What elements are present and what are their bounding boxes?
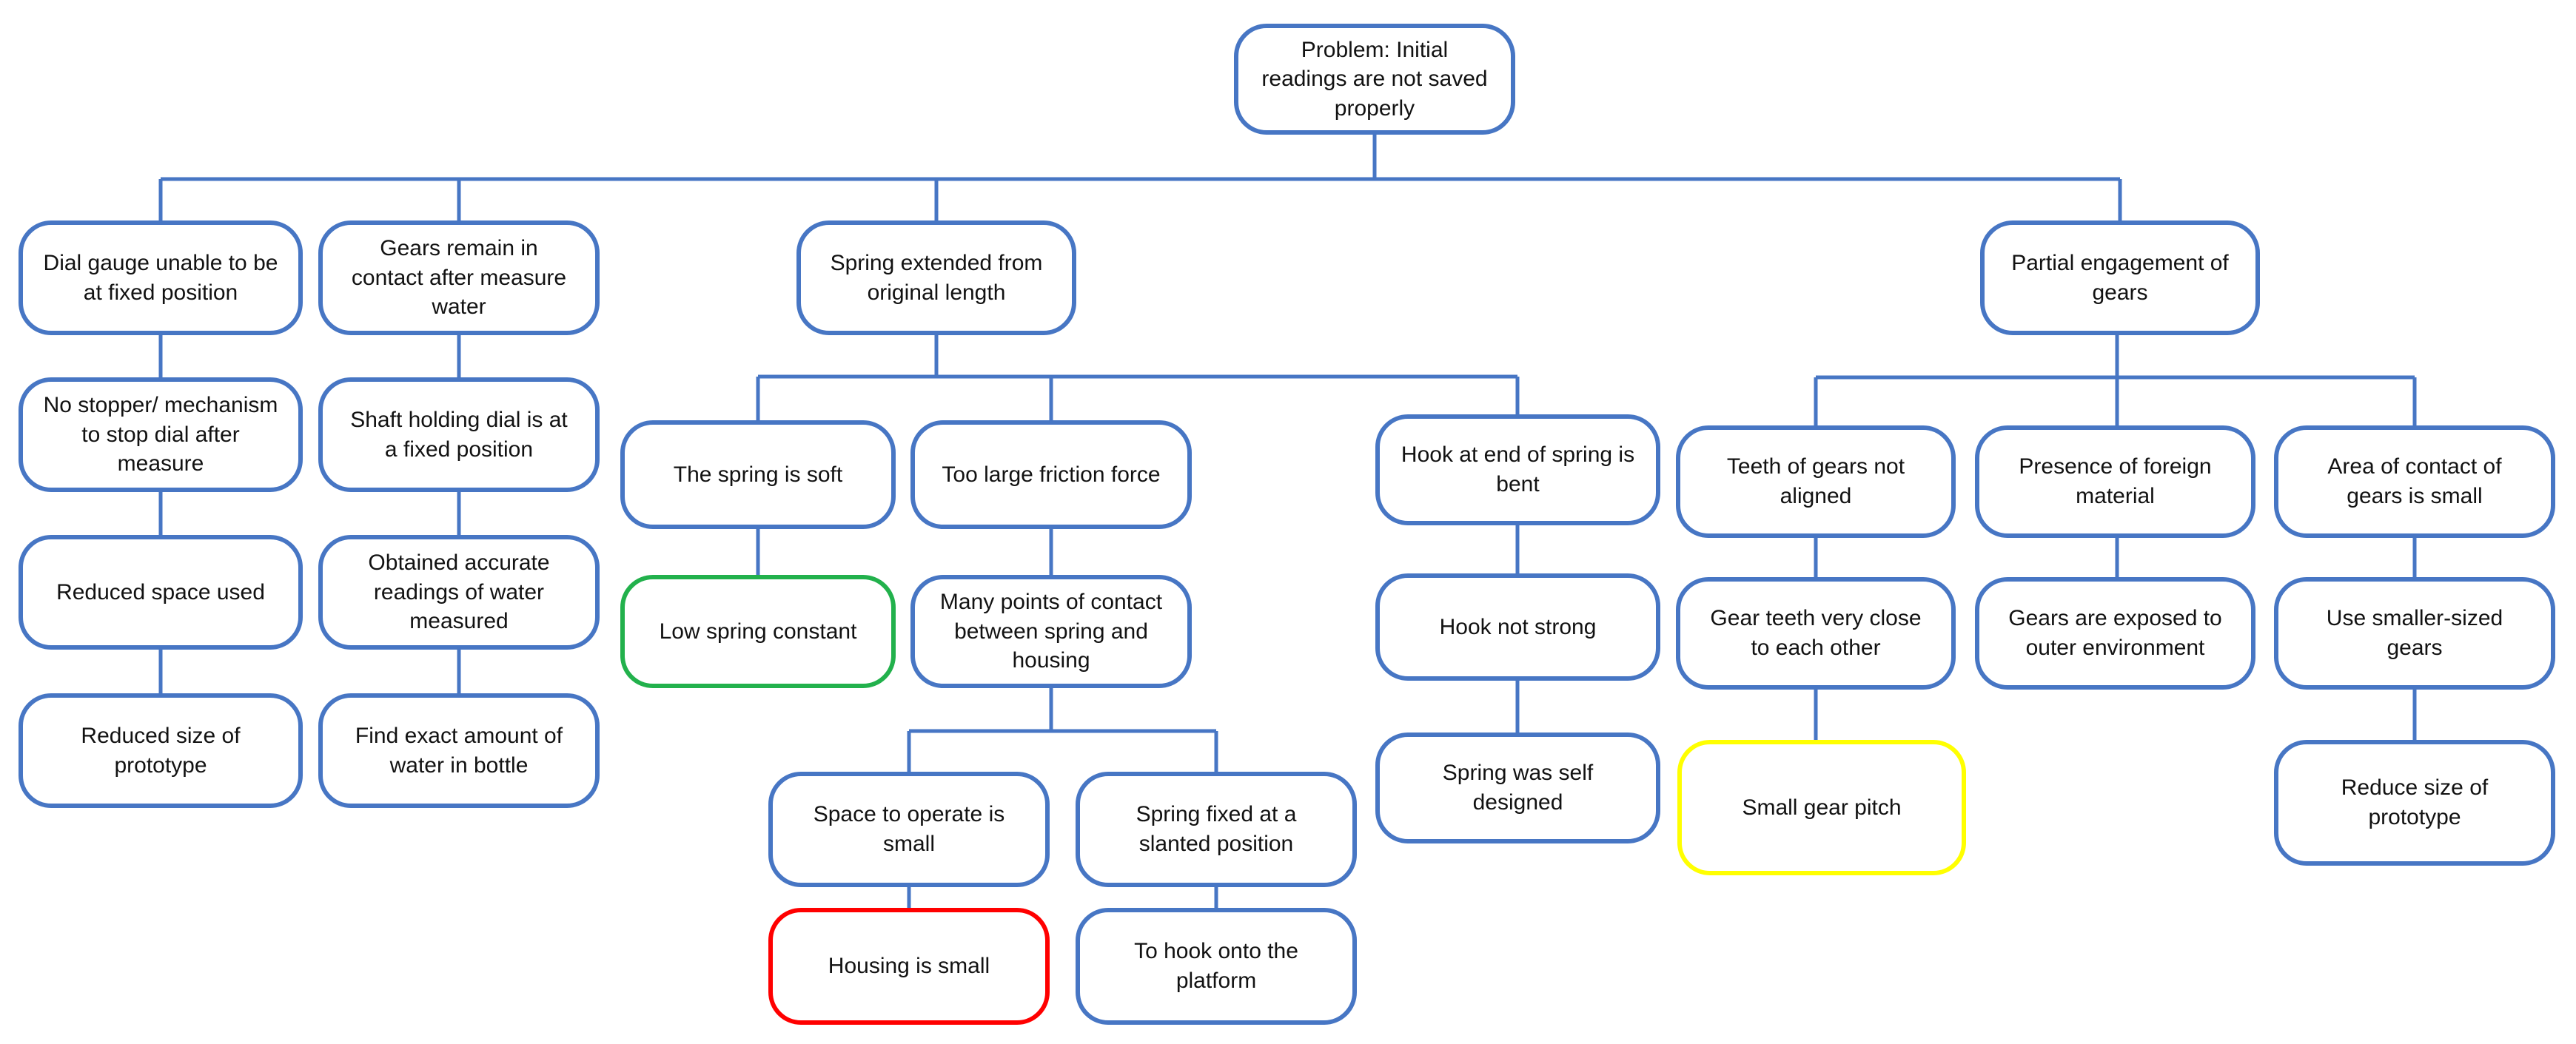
node-small-gear-pitch: Small gear pitch <box>1677 740 1966 875</box>
node-label: Reduced space used <box>56 579 265 604</box>
node-label: Reduced size of prototype <box>81 723 241 778</box>
node-label: Area of contact of gears is small <box>2327 454 2502 508</box>
node-label: The spring is soft <box>673 462 843 487</box>
node-gears-exposed: Gears are exposed to outer environment <box>1975 577 2255 690</box>
node-gear-teeth-close: Gear teeth very close to each other <box>1676 577 1956 690</box>
node-spring-is-soft: The spring is soft <box>620 420 896 529</box>
node-no-stopper: No stopper/ mechanism to stop dial after… <box>19 377 303 492</box>
node-label: Low spring constant <box>659 619 857 644</box>
node-hook-not-strong: Hook not strong <box>1375 573 1660 681</box>
node-find-exact-amount: Find exact amount of water in bottle <box>318 693 600 808</box>
node-partial-engagement: Partial engagement of gears <box>1980 220 2260 335</box>
node-label: Problem: Initial readings are not saved … <box>1261 37 1488 121</box>
node-label: Housing is small <box>828 954 990 979</box>
node-reduce-size-prototype: Reduce size of prototype <box>2274 740 2555 866</box>
node-label: Partial engagement of gears <box>2011 250 2229 305</box>
node-many-points-of-contact: Many points of contact between spring an… <box>910 575 1192 688</box>
node-foreign-material: Presence of foreign material <box>1975 425 2255 538</box>
node-spring-slanted-position: Spring fixed at a slanted position <box>1076 772 1357 887</box>
node-spring-extended: Spring extended from original length <box>796 220 1076 335</box>
node-label: Obtained accurate readings of water meas… <box>368 550 550 634</box>
node-problem-root: Problem: Initial readings are not saved … <box>1234 24 1515 135</box>
node-label: Gears remain in contact after measure wa… <box>351 236 567 320</box>
node-label: Spring extended from original length <box>830 250 1043 305</box>
node-friction-force: Too large friction force <box>910 420 1192 529</box>
node-space-to-operate-small: Space to operate is small <box>768 772 1050 887</box>
node-label: Too large friction force <box>942 462 1161 487</box>
node-contact-area-small: Area of contact of gears is small <box>2274 425 2555 538</box>
node-obtained-accurate-readings: Obtained accurate readings of water meas… <box>318 535 600 650</box>
node-label: Reduce size of prototype <box>2341 775 2489 829</box>
node-label: Teeth of gears not aligned <box>1726 454 1905 508</box>
node-label: Presence of foreign material <box>2019 454 2212 508</box>
node-low-spring-constant: Low spring constant <box>620 575 896 688</box>
node-shaft-holding-dial: Shaft holding dial is at a fixed positio… <box>318 377 600 492</box>
node-use-smaller-gears: Use smaller-sized gears <box>2274 577 2555 690</box>
node-label: Dial gauge unable to be at fixed positio… <box>43 250 278 305</box>
node-spring-self-designed: Spring was self designed <box>1375 733 1660 843</box>
node-label: Gear teeth very close to each other <box>1710 606 1922 660</box>
node-label: Gears are exposed to outer environment <box>2008 606 2222 660</box>
node-hook-onto-platform: To hook onto the platform <box>1076 908 1357 1025</box>
node-label: Small gear pitch <box>1742 795 1902 820</box>
node-label: To hook onto the platform <box>1134 939 1298 993</box>
node-label: Find exact amount of water in bottle <box>355 723 563 778</box>
node-label: Space to operate is small <box>813 802 1005 856</box>
node-label: Many points of contact between spring an… <box>939 590 1163 673</box>
node-label: Use smaller-sized gears <box>2326 606 2503 660</box>
node-label: Hook not strong <box>1439 614 1597 639</box>
node-label: Shaft holding dial is at a fixed positio… <box>350 407 568 462</box>
node-housing-is-small: Housing is small <box>768 908 1050 1025</box>
node-dial-gauge-fixed-position: Dial gauge unable to be at fixed positio… <box>19 220 303 335</box>
node-label: No stopper/ mechanism to stop dial after… <box>43 393 278 476</box>
node-gears-remain-contact: Gears remain in contact after measure wa… <box>318 220 600 335</box>
node-teeth-not-aligned: Teeth of gears not aligned <box>1676 425 1956 538</box>
node-reduced-space-used: Reduced space used <box>19 535 303 650</box>
node-label: Spring fixed at a slanted position <box>1136 802 1297 856</box>
node-hook-bent: Hook at end of spring is bent <box>1375 414 1660 525</box>
node-label: Hook at end of spring is bent <box>1401 442 1635 496</box>
node-reduced-size-prototype: Reduced size of prototype <box>19 693 303 808</box>
node-label: Spring was self designed <box>1442 761 1594 815</box>
